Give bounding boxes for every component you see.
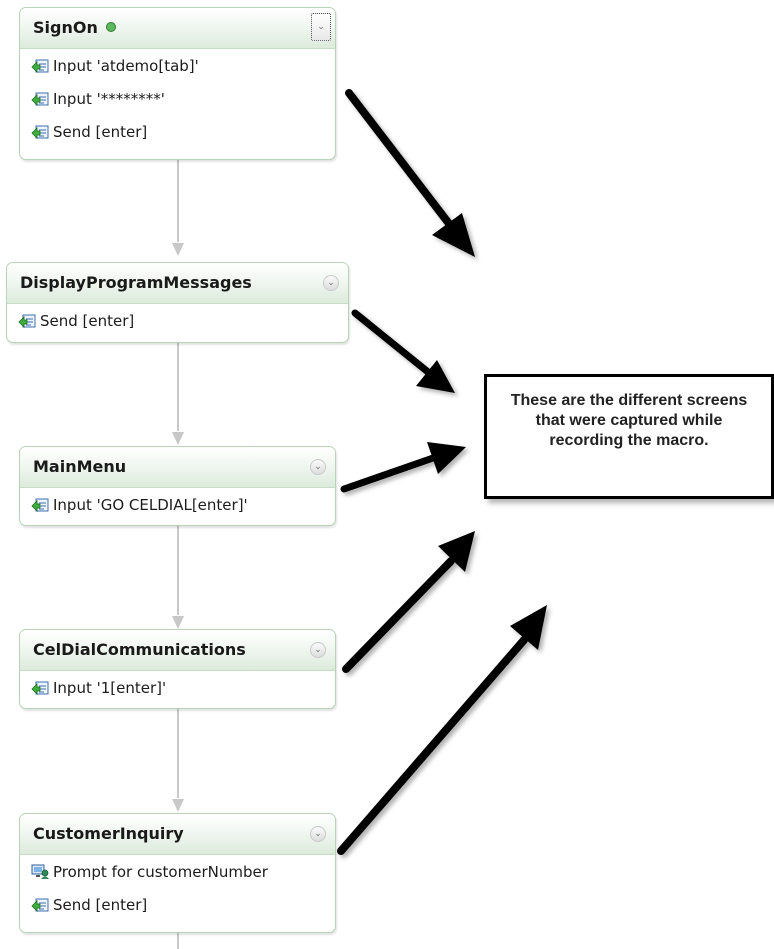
- chevron-down-icon[interactable]: ⌄: [310, 826, 326, 842]
- arrow-shape: [342, 531, 475, 673]
- status-dot-icon: [105, 21, 116, 32]
- node-title: MainMenu: [33, 457, 127, 476]
- step-label: Send [enter]: [53, 895, 148, 914]
- connector-line: [177, 342, 179, 431]
- screen-node-celdialcommunications[interactable]: CelDialCommunications ⌄ Input '1[enter]': [19, 629, 336, 709]
- step-item[interactable]: Prompt for customerNumber: [20, 855, 335, 888]
- step-label: Send [enter]: [53, 122, 148, 141]
- chevron-down-icon[interactable]: ⌄: [310, 642, 326, 658]
- step-item[interactable]: Send [enter]: [20, 115, 335, 148]
- step-label: Input '1[enter]': [53, 678, 167, 697]
- connector-arrowhead: [172, 432, 184, 445]
- connector-arrowhead: [172, 799, 184, 812]
- connector-line: [177, 159, 179, 242]
- screen-node-customerinquiry[interactable]: CustomerInquiry ⌄ Prompt for customerNum…: [19, 813, 336, 933]
- node-title: DisplayProgramMessages: [20, 273, 252, 292]
- callout-box: These are the different screens that wer…: [484, 374, 774, 499]
- connector-line: [177, 932, 179, 949]
- connector-line: [177, 707, 179, 798]
- step-label: Input 'GO CELDIAL[enter]': [53, 495, 248, 514]
- step-label: Send [enter]: [40, 311, 135, 330]
- screen-node-mainmenu[interactable]: MainMenu ⌄ Input 'GO CELDIAL[enter]': [19, 446, 336, 526]
- arrow-shape: [337, 605, 547, 855]
- screen-node-signon[interactable]: SignOn ⌄ Input 'atdemo[tab]' Input '****…: [19, 7, 336, 160]
- screen-node-displayprogrammessages[interactable]: DisplayProgramMessages ⌄ Send [enter]: [6, 262, 349, 343]
- node-header[interactable]: CelDialCommunications ⌄: [20, 630, 335, 671]
- chevron-down-icon[interactable]: ⌄: [310, 459, 326, 475]
- node-header[interactable]: SignOn ⌄: [20, 8, 335, 49]
- chevron-down-icon[interactable]: ⌄: [311, 13, 331, 41]
- arrow-shape: [345, 89, 475, 257]
- step-label: Input 'atdemo[tab]': [53, 56, 199, 75]
- step-label: Prompt for customerNumber: [53, 862, 268, 881]
- connector-arrowhead: [172, 616, 184, 629]
- node-title: CelDialCommunications: [33, 640, 246, 659]
- callout-text: These are the different screens that wer…: [510, 392, 748, 449]
- arrow-shape: [351, 309, 455, 393]
- node-header[interactable]: MainMenu ⌄: [20, 447, 335, 488]
- step-item[interactable]: Send [enter]: [7, 304, 348, 337]
- step-label: Input '********': [53, 89, 165, 108]
- chevron-down-icon[interactable]: ⌄: [323, 275, 339, 291]
- connector-arrowhead: [172, 243, 184, 256]
- node-title: CustomerInquiry: [33, 824, 184, 843]
- step-item[interactable]: Send [enter]: [20, 888, 335, 921]
- step-item[interactable]: Input 'atdemo[tab]': [20, 49, 335, 82]
- arrow-shape: [340, 442, 466, 493]
- step-item[interactable]: Input '1[enter]': [20, 671, 335, 704]
- connector-line: [177, 524, 179, 615]
- step-item[interactable]: Input 'GO CELDIAL[enter]': [20, 488, 335, 521]
- node-title: SignOn: [33, 18, 116, 37]
- step-item[interactable]: Input '********': [20, 82, 335, 115]
- node-header[interactable]: DisplayProgramMessages ⌄: [7, 263, 348, 304]
- node-header[interactable]: CustomerInquiry ⌄: [20, 814, 335, 855]
